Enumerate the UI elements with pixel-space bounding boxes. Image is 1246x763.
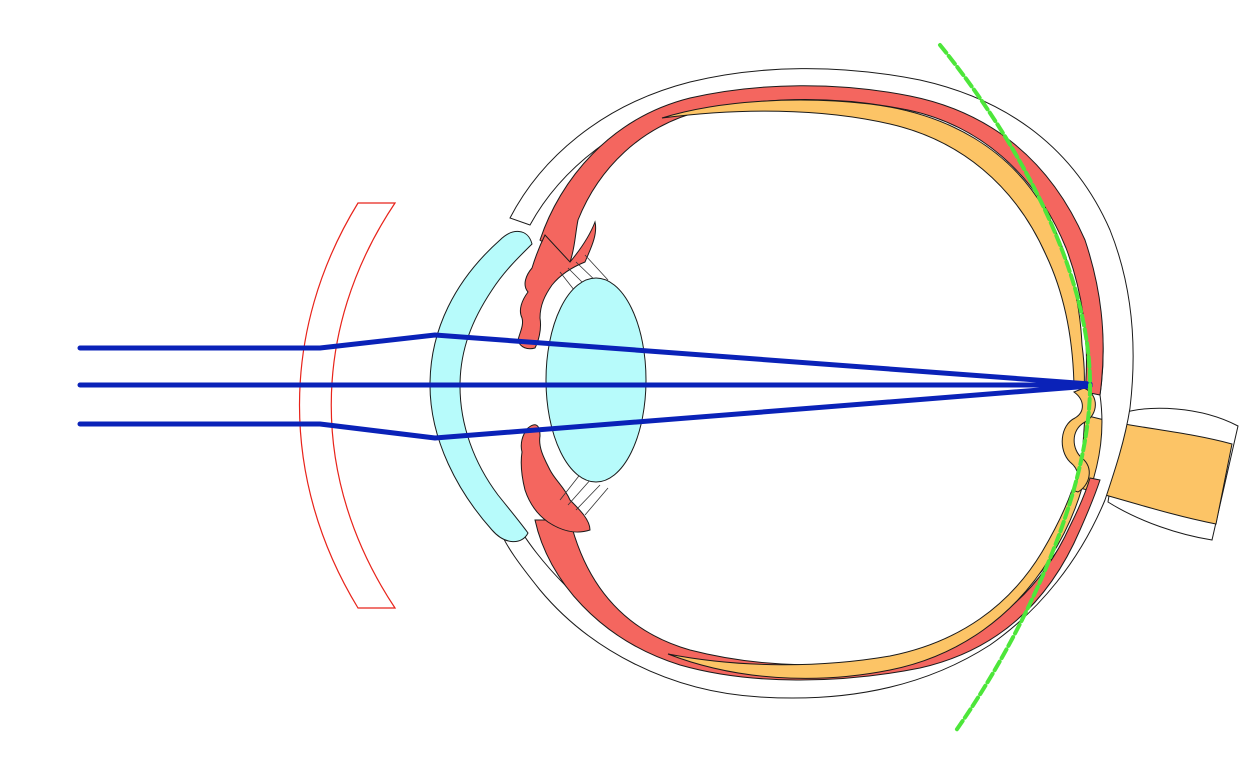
light-rays	[77, 332, 1093, 441]
ray-lower	[77, 383, 1093, 441]
focal-curve	[938, 43, 1093, 734]
retina-lower	[667, 487, 1083, 679]
iris-lower	[520, 424, 591, 533]
choroid-lower	[534, 477, 1101, 681]
retina-upper	[661, 99, 1085, 389]
iris-upper	[517, 220, 597, 350]
choroid-upper	[539, 85, 1104, 396]
ray-upper	[77, 332, 1093, 387]
crystalline-lens	[545, 277, 647, 483]
corrective-concave-lens	[298, 202, 397, 609]
